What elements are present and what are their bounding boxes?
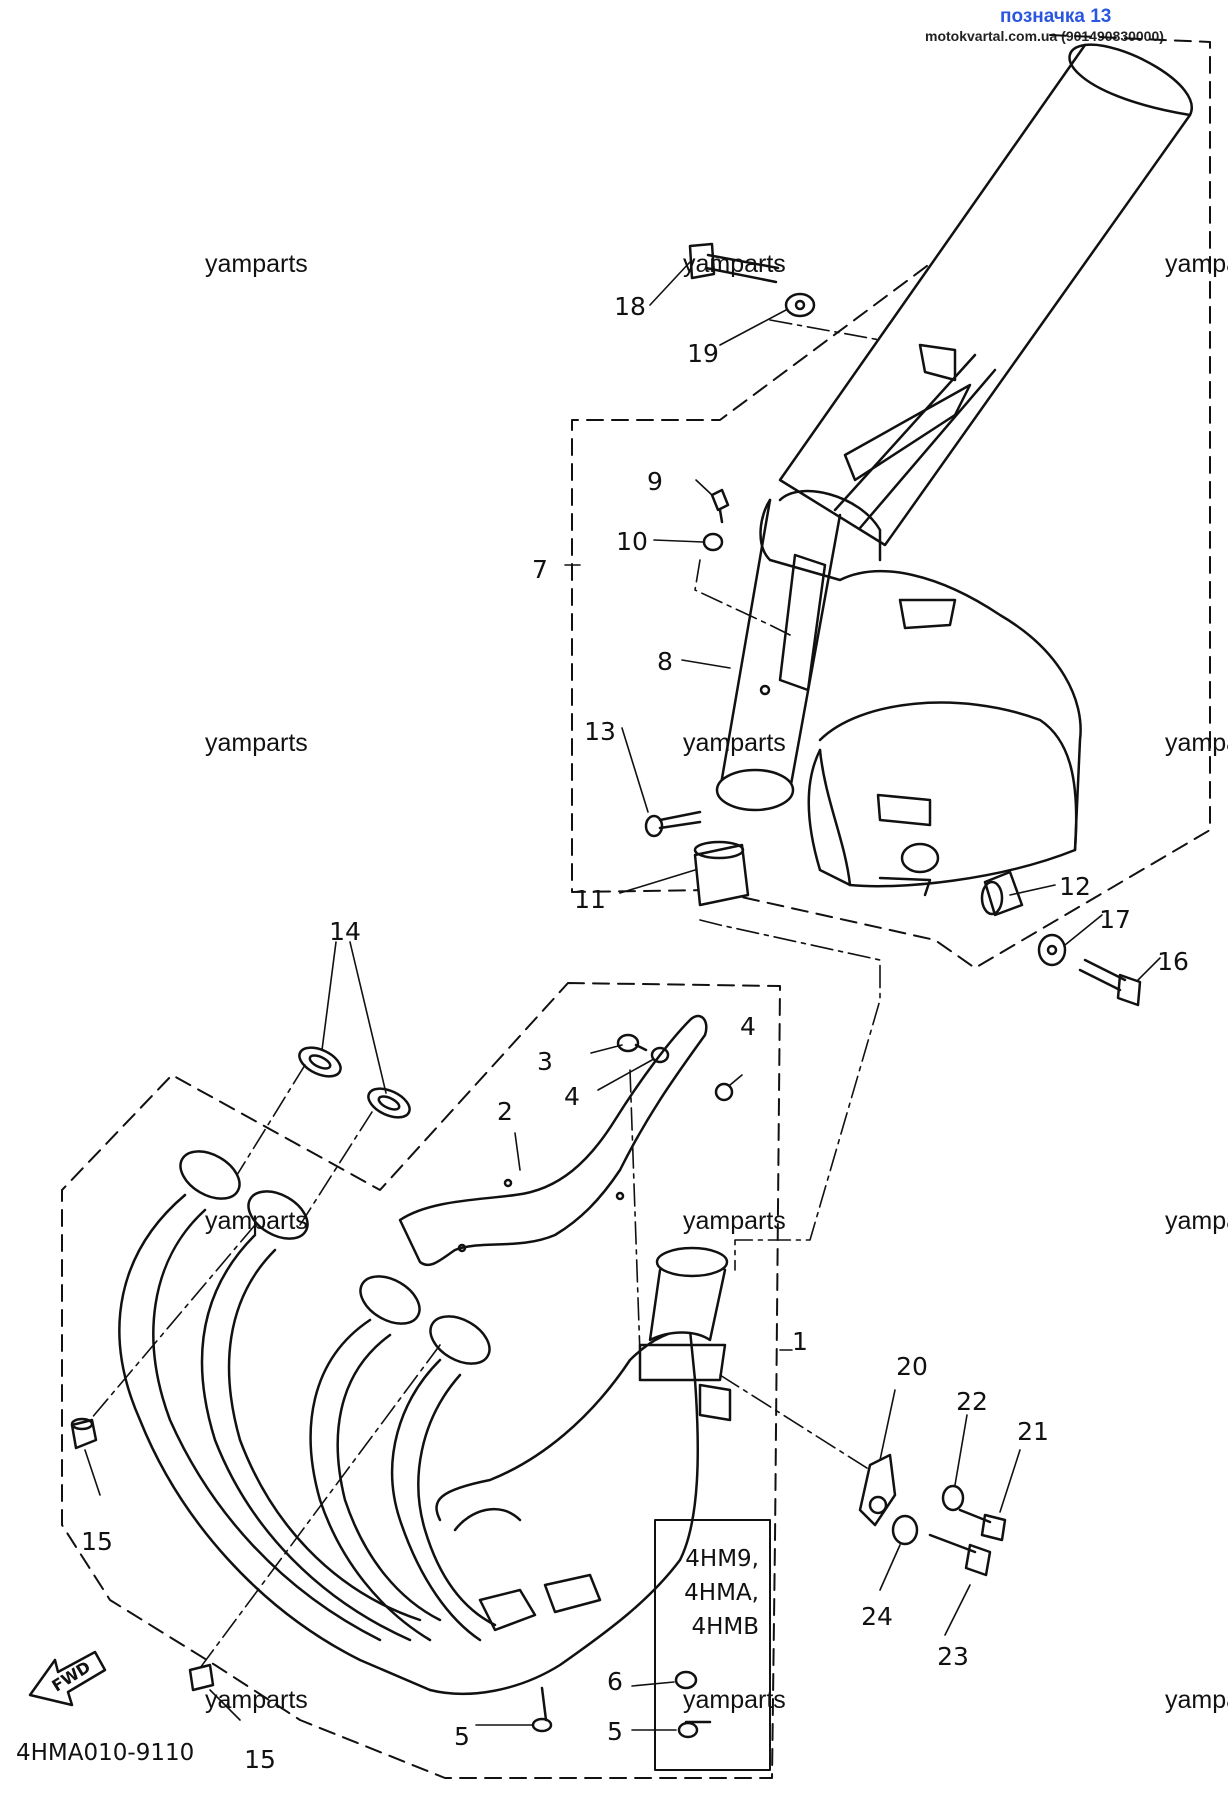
- watermark: yamparts: [205, 250, 308, 278]
- nut-4-upper: [650, 1046, 670, 1064]
- watermark: yamparts: [1165, 1207, 1228, 1235]
- callout-number-12: 12: [1059, 872, 1091, 901]
- model-list: 4HM9, 4HMA, 4HMB: [664, 1542, 759, 1644]
- model-code: 4HMB: [691, 1614, 759, 1640]
- callout-number-2: 2: [497, 1097, 513, 1126]
- callout-number-15: 15: [244, 1745, 276, 1774]
- watermark: yamparts: [683, 250, 786, 278]
- bolt-5-box: [677, 1720, 712, 1739]
- watermark: yamparts: [205, 729, 308, 757]
- callout-number-22: 22: [956, 1387, 988, 1416]
- watermark: yamparts: [1165, 1686, 1228, 1714]
- watermark: yamparts: [1165, 729, 1228, 757]
- damper-15-bottom: [188, 1663, 215, 1692]
- callout-number-17: 17: [1099, 905, 1131, 934]
- callout-number-1: 1: [792, 1327, 808, 1356]
- heat-protector-2: [398, 1014, 708, 1267]
- exhaust-gasket-11: [693, 840, 750, 907]
- nut-4-right: [714, 1082, 734, 1102]
- callout-number-21: 21: [1017, 1417, 1049, 1446]
- callout-number-9: 9: [647, 467, 663, 496]
- callout-number-13: 13: [584, 717, 616, 746]
- diagram-code: 4HMA010-9110: [16, 1740, 195, 1766]
- bolt-16: [1078, 958, 1142, 1007]
- callout-number-8: 8: [657, 647, 673, 676]
- nut-6-box: [674, 1670, 698, 1690]
- model-applicability-box: [654, 1519, 771, 1771]
- callout-number-7: 7: [532, 555, 548, 584]
- header-assembly-boundary: [61, 982, 781, 1779]
- washer-19: [784, 292, 816, 318]
- bolt-18: [688, 242, 780, 284]
- damper-15-left: [70, 1417, 98, 1450]
- screw-3: [616, 1033, 648, 1053]
- muffler-silencer: [715, 43, 1193, 897]
- callout-number-18: 18: [614, 292, 646, 321]
- fwd-arrow-icon: [28, 1650, 107, 1707]
- callout-number-4: 4: [564, 1082, 580, 1111]
- model-code: 4HMA,: [684, 1580, 759, 1606]
- watermark: yamparts: [205, 1686, 308, 1714]
- washer-17: [1037, 933, 1067, 967]
- gasket-14-left: [298, 1046, 342, 1078]
- washer-24: [891, 1514, 919, 1546]
- callout-number-6: 6: [607, 1667, 623, 1696]
- callout-number-20: 20: [896, 1352, 928, 1381]
- callout-number-5: 5: [454, 1722, 470, 1751]
- leader-lines: [84, 261, 1161, 1731]
- callout-number-23: 23: [937, 1642, 969, 1671]
- screw-9: [710, 488, 730, 524]
- callout-number-15: 15: [81, 1527, 113, 1556]
- connection-lines: [89, 319, 881, 1669]
- bolt-5-left: [531, 1686, 553, 1733]
- page-header-source: motokvartal.com.ua (901490830000): [925, 28, 1164, 44]
- gasket-14-right: [367, 1087, 411, 1119]
- watermark: yamparts: [683, 729, 786, 757]
- page-header-title: позначка 13: [1000, 6, 1112, 27]
- callout-number-11: 11: [574, 885, 606, 914]
- callout-number-3: 3: [537, 1047, 553, 1076]
- callout-number-24: 24: [861, 1602, 893, 1631]
- nut-10: [702, 532, 724, 552]
- bolt-23: [928, 1533, 992, 1577]
- watermark: yamparts: [683, 1686, 786, 1714]
- callout-number-4: 4: [740, 1012, 756, 1041]
- callout-number-14: 14: [329, 917, 361, 946]
- washer-22: [941, 1484, 965, 1512]
- damper-12: [980, 870, 1024, 917]
- exhaust-header-pipes: [118, 1150, 732, 1696]
- bracket-20: [858, 1453, 897, 1527]
- model-code: 4HM9,: [685, 1546, 759, 1572]
- watermark: yamparts: [205, 1207, 308, 1235]
- bolt-13: [644, 810, 702, 838]
- muffler-assembly-boundary: [571, 34, 1211, 969]
- bolt-21: [958, 1508, 1007, 1542]
- watermark: yamparts: [683, 1207, 786, 1235]
- callout-number-10: 10: [616, 527, 648, 556]
- watermark: yamparts: [1165, 250, 1228, 278]
- callout-number-5: 5: [607, 1717, 623, 1746]
- callout-number-19: 19: [687, 339, 719, 368]
- callout-number-16: 16: [1157, 947, 1189, 976]
